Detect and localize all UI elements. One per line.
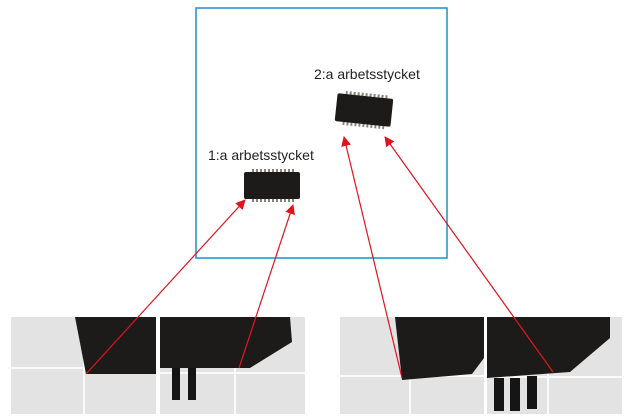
arrow-3 — [341, 136, 403, 379]
arrow-4 — [384, 136, 554, 373]
closeup-photo-4 — [487, 317, 622, 414]
arrow-2 — [238, 204, 295, 369]
workpiece-2-chip — [334, 91, 394, 130]
closeup-photo-2 — [160, 317, 305, 414]
workpiece-1-chip — [244, 169, 300, 202]
correspondence-arrows — [85, 136, 554, 379]
closeup-photo-3 — [340, 317, 484, 414]
closeup-photo-1 — [11, 317, 156, 414]
arrow-1 — [85, 199, 246, 375]
field-of-view-frame — [195, 7, 448, 259]
workpiece-1-label: 1:a arbetsstycket — [208, 147, 314, 163]
workpiece-2-label: 2:a arbetsstycket — [314, 66, 420, 82]
